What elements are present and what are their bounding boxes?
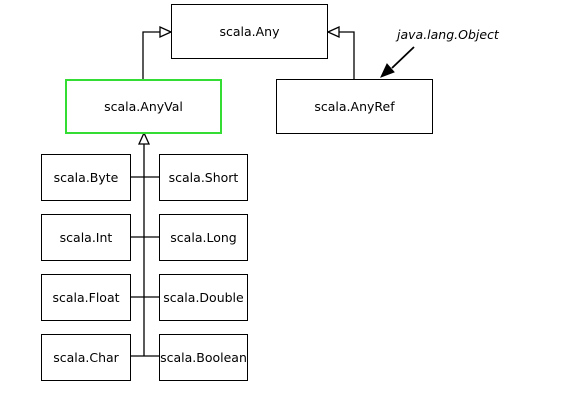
scala-double-label: scala.Double [163, 290, 244, 305]
scala-float-node: scala.Float [41, 274, 131, 321]
scala-anyref-label: scala.AnyRef [314, 99, 395, 114]
scala-double-node: scala.Double [159, 274, 248, 321]
scala-short-label: scala.Short [168, 170, 239, 185]
scala-any-label: scala.Any [219, 24, 280, 39]
scala-byte-node: scala.Byte [41, 154, 131, 201]
anyval-trunk-arrowhead [137, 131, 151, 145]
scala-short-node: scala.Short [159, 154, 248, 201]
scala-float-label: scala.Float [52, 290, 120, 305]
scala-boolean-label: scala.Boolean [160, 350, 247, 365]
scala-anyref-node: scala.AnyRef [276, 79, 433, 134]
scala-long-label: scala.Long [170, 230, 237, 245]
anyval-to-any-edge [142, 31, 171, 79]
note-arrowhead [380, 63, 395, 78]
scala-long-node: scala.Long [159, 214, 248, 261]
scala-boolean-node: scala.Boolean [159, 334, 248, 381]
scala-byte-label: scala.Byte [53, 170, 119, 185]
anyref-to-any-arrowhead [326, 25, 340, 39]
java-lang-object-note: java.lang.Object [397, 27, 499, 42]
scala-anyval-node: scala.AnyVal [65, 79, 222, 134]
scala-char-label: scala.Char [53, 350, 119, 365]
scala-char-node: scala.Char [41, 334, 131, 381]
scala-int-label: scala.Int [59, 230, 113, 245]
anyval-to-any-arrowhead [159, 25, 173, 39]
scala-int-node: scala.Int [41, 214, 131, 261]
scala-any-node: scala.Any [171, 4, 328, 59]
scala-anyval-label: scala.AnyVal [104, 99, 183, 114]
anyref-to-any-edge [328, 31, 355, 79]
note-arrow-line [391, 46, 415, 69]
